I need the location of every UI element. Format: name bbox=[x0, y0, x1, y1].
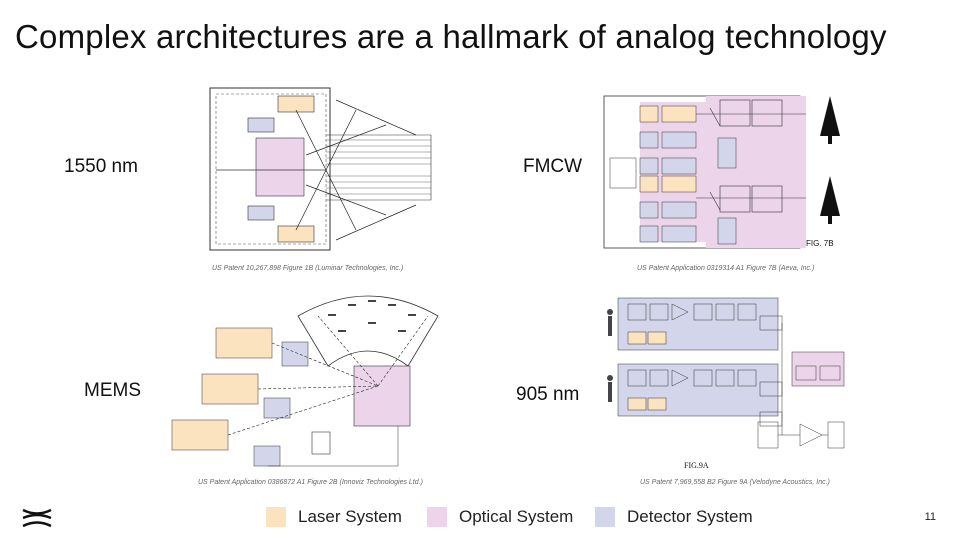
legend-item-optical: Optical System bbox=[427, 505, 573, 529]
legend-label-optical: Optical System bbox=[459, 507, 574, 526]
luminar-patent-figure bbox=[209, 87, 432, 251]
legend-item-detector: Detector System bbox=[595, 505, 753, 529]
fig-7b-label: FIG. 7B bbox=[806, 239, 834, 248]
label-1550nm: 1550 nm bbox=[64, 156, 138, 177]
laser-swatch bbox=[266, 507, 286, 527]
velodyne-patent-figure: FIG.9A bbox=[607, 297, 845, 470]
slide-title: Complex architectures are a hallmark of … bbox=[15, 18, 887, 55]
aeva-patent-figure: FIG. 7B bbox=[603, 95, 840, 249]
stacked-chevrons-logo-icon bbox=[22, 508, 52, 528]
label-fmcw: FMCW bbox=[523, 156, 583, 177]
caption-luminar: US Patent 10,267,898 Figure 1B (Luminar … bbox=[212, 265, 404, 272]
caption-innoviz: US Patent Application 0386872 A1 Figure … bbox=[198, 479, 423, 486]
caption-velodyne: US Patent 7,969,558 B2 Figure 9A (Velody… bbox=[640, 479, 830, 486]
label-905nm: 905 nm bbox=[516, 384, 580, 405]
legend-item-laser: Laser System bbox=[266, 505, 402, 529]
page-number: 11 bbox=[924, 511, 936, 523]
legend-label-laser: Laser System bbox=[298, 507, 402, 526]
caption-aeva: US Patent Application 0319314 A1 Figure … bbox=[637, 265, 815, 272]
detector-swatch bbox=[595, 507, 615, 527]
fig-9a-label: FIG.9A bbox=[684, 461, 709, 470]
innoviz-patent-figure bbox=[171, 295, 439, 467]
legend-label-detector: Detector System bbox=[627, 507, 753, 526]
label-mems: MEMS bbox=[84, 380, 141, 401]
optical-swatch bbox=[427, 507, 447, 527]
